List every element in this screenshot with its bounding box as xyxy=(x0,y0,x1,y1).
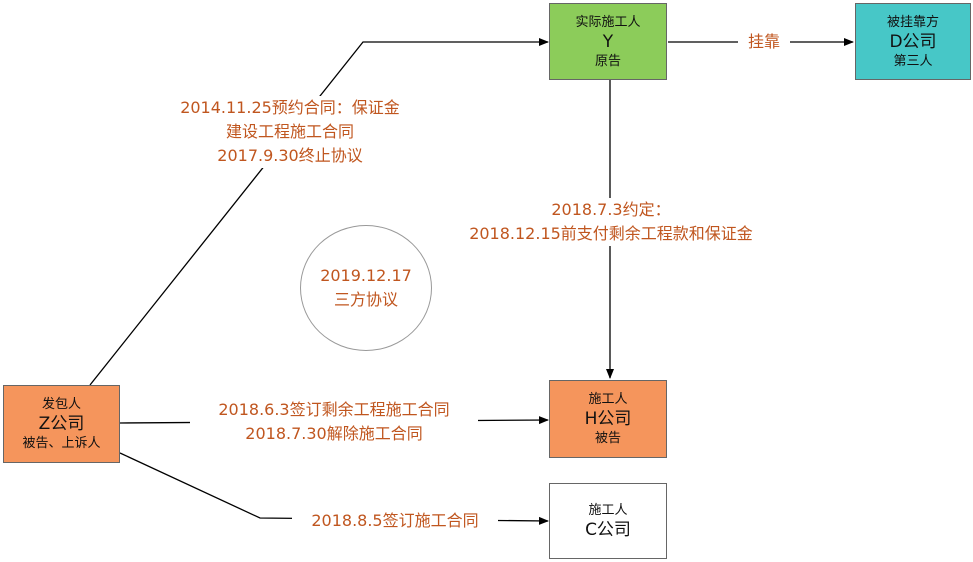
node-name: C公司 xyxy=(585,519,631,540)
circle-date: 2019.12.17 xyxy=(320,266,412,285)
node-name: D公司 xyxy=(889,31,937,52)
edge-label-y-d: 挂靠 xyxy=(738,30,790,54)
node-name: Z公司 xyxy=(38,414,85,434)
edge-label-line: 2018.8.5签订施工合同 xyxy=(311,511,479,530)
node-tag: 原告 xyxy=(594,53,621,69)
node-builder-h[interactable]: 施工人 H公司 被告 xyxy=(549,380,667,458)
circle-title: 三方协议 xyxy=(333,290,398,309)
node-tag: 被告 xyxy=(594,431,621,446)
node-builder-c[interactable]: 施工人 C公司 xyxy=(549,483,667,559)
edge-label-y-h: 2018.7.3约定： 2018.12.15前支付剩余工程款和保证金 xyxy=(446,198,776,246)
edge-label-z-h: 2018.6.3签订剩余工程施工合同 2018.7.30解除施工合同 xyxy=(190,398,478,446)
edge-label-line: 2018.7.30解除施工合同 xyxy=(245,424,423,443)
edge-z-to-y xyxy=(89,38,549,386)
node-role: 施工人 xyxy=(588,502,628,518)
node-role: 被挂靠方 xyxy=(886,14,939,30)
tripartite-agreement-circle: 2019.12.17 三方协议 xyxy=(300,225,432,351)
edge-label-line: 2018.7.3约定： xyxy=(551,200,671,219)
edge-label-line: 建设工程施工合同 xyxy=(225,122,354,141)
node-actual-builder-y[interactable]: 实际施工人 Y 原告 xyxy=(549,3,667,80)
edge-label-line: 2014.11.25预约合同：保证金 xyxy=(180,98,400,117)
node-tag: 被告、上诉人 xyxy=(22,436,101,451)
node-role: 实际施工人 xyxy=(575,14,641,30)
edge-label-line: 挂靠 xyxy=(747,32,780,51)
node-role: 发包人 xyxy=(41,397,81,412)
node-affiliated-party-d[interactable]: 被挂靠方 D公司 第三人 xyxy=(855,3,971,80)
node-name: Y xyxy=(602,31,614,52)
edge-label-z-y: 2014.11.25预约合同：保证金 建设工程施工合同 2017.9.30终止协… xyxy=(160,96,420,168)
edge-label-line: 2018.12.15前支付剩余工程款和保证金 xyxy=(469,224,753,243)
node-tag: 第三人 xyxy=(893,53,933,69)
node-employer-z[interactable]: 发包人 Z公司 被告、上诉人 xyxy=(3,385,120,463)
edge-label-line: 2018.6.3签订剩余工程施工合同 xyxy=(218,400,450,419)
node-name: H公司 xyxy=(584,409,632,429)
node-role: 施工人 xyxy=(588,392,628,407)
edge-label-line: 2017.9.30终止协议 xyxy=(217,146,363,165)
edge-label-z-c: 2018.8.5签订施工合同 xyxy=(292,509,498,533)
